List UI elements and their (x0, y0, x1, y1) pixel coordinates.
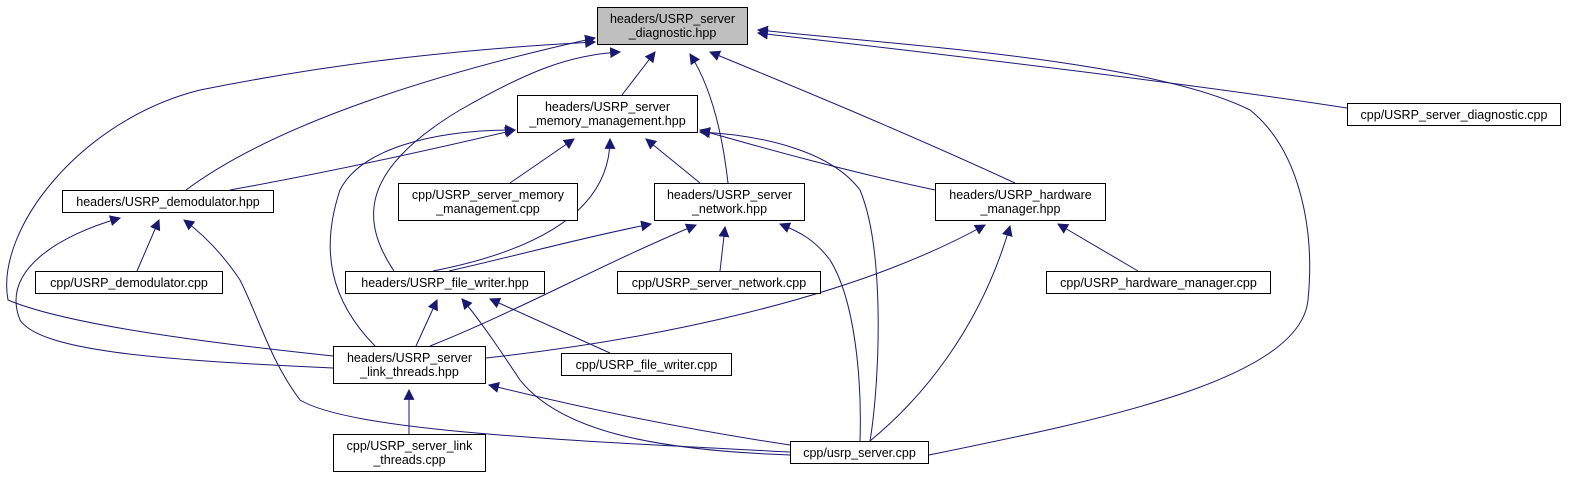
edge-server_cpp-to-demod_hpp (183, 219, 791, 453)
node-label-line: headers/USRP_hardware (949, 188, 1092, 202)
node-label-line: _threads.cpp (373, 453, 446, 467)
node-memory-management-hpp[interactable]: headers/USRP_server _memory_management.h… (517, 95, 698, 133)
node-label-line: cpp/USRP_demodulator.cpp (50, 275, 208, 290)
node-file-writer-hpp[interactable]: headers/USRP_file_writer.hpp (345, 271, 545, 294)
node-label-line: cpp/USRP_server_memory (411, 188, 565, 202)
node-label-line: headers/USRP_server (346, 351, 473, 365)
node-label-line: cpp/USRP_file_writer.cpp (575, 357, 718, 372)
edge-server_cpp-to-net_hpp (778, 222, 861, 442)
node-link-threads-hpp[interactable]: headers/USRP_server _link_threads.hpp (333, 346, 486, 384)
node-label-line: cpp/USRP_server_link (346, 439, 473, 453)
edge-hw_cpp-to-hw_hpp (1057, 223, 1139, 272)
edge-demod_hpp-to-diag_hpp (185, 34, 597, 191)
node-demodulator-cpp[interactable]: cpp/USRP_demodulator.cpp (35, 271, 223, 294)
edge-link_hpp-to-fw_hpp (415, 298, 438, 347)
edge-link_hpp-to-demod_hpp (15, 215, 334, 369)
node-label-line: cpp/USRP_server_network.cpp (631, 275, 807, 290)
node-label-line: _manager.hpp (980, 202, 1061, 216)
edge-server_cpp-to-diag_hpp (756, 25, 1311, 456)
edge-fw_hpp-to-net_hpp (448, 220, 653, 272)
edge-server_cpp-to-hw_hpp (869, 224, 1013, 442)
edge-link_hpp-to-hw_hpp (485, 224, 986, 359)
node-usrp-server-cpp[interactable]: cpp/usrp_server.cpp (790, 441, 929, 464)
edge-demod_cpp-to-demod_hpp (136, 218, 161, 272)
node-link-threads-cpp[interactable]: cpp/USRP_server_link _threads.cpp (333, 434, 486, 472)
node-label-line: _memory_management.hpp (529, 114, 686, 128)
edge-server_cpp-to-link_hpp (487, 382, 791, 446)
edge-link_hpp-to-mem_hpp (329, 124, 517, 347)
node-label-line: _diagnostic.hpp (628, 26, 717, 40)
node-server-network-hpp[interactable]: headers/USRP_server _network.hpp (654, 183, 805, 221)
node-label-line: _link_threads.hpp (360, 365, 459, 379)
node-label-line: headers/USRP_server (609, 12, 736, 26)
edge-server_cpp-to-fw_hpp (461, 298, 791, 456)
edge-diag_cpp-to-diag_hpp (756, 28, 1348, 109)
edge-fw_hpp-to-mem_hpp (432, 137, 616, 272)
edge-fw_cpp-to-fw_hpp (488, 298, 611, 354)
node-diagnostic-hpp[interactable]: headers/USRP_server _diagnostic.hpp (597, 7, 748, 45)
edge-mem_hpp-to-diag_hpp (621, 51, 656, 96)
node-label-line: cpp/USRP_server_diagnostic.cpp (1360, 107, 1548, 122)
edge-fw_hpp-to-diag_hpp (373, 47, 622, 272)
edge-net_hpp-to-mem_hpp (645, 138, 701, 184)
node-label-line: _management.cpp (436, 202, 540, 216)
edge-hw_hpp-to-diag_hpp (708, 50, 1016, 184)
node-file-writer-cpp[interactable]: cpp/USRP_file_writer.cpp (561, 353, 732, 376)
node-label-line: cpp/usrp_server.cpp (803, 445, 916, 460)
edge-hw_hpp-to-mem_hpp (698, 127, 936, 191)
node-hardware-manager-cpp[interactable]: cpp/USRP_hardware_manager.cpp (1046, 271, 1271, 294)
node-label-line: headers/USRP_file_writer.hpp (361, 275, 529, 290)
node-server-network-cpp[interactable]: cpp/USRP_server_network.cpp (617, 271, 821, 294)
edge-net_cpp-to-net_hpp (718, 225, 730, 272)
node-demodulator-hpp[interactable]: headers/USRP_demodulator.hpp (62, 190, 274, 213)
edge-mem_cpp-to-mem_hpp (509, 138, 575, 184)
edge-net_hpp-to-diag_hpp (689, 53, 729, 184)
node-label-line: cpp/USRP_hardware_manager.cpp (1060, 275, 1257, 290)
node-server-diagnostic-cpp[interactable]: cpp/USRP_server_diagnostic.cpp (1347, 103, 1561, 126)
node-label-line: headers/USRP_server (666, 188, 793, 202)
node-label-line: _network.hpp (691, 202, 768, 216)
node-label-line: headers/USRP_server (544, 100, 671, 114)
node-label-line: headers/USRP_demodulator.hpp (76, 194, 260, 209)
node-memory-management-cpp[interactable]: cpp/USRP_server_memory _management.cpp (398, 183, 578, 221)
edge-demod_hpp-to-mem_hpp (229, 126, 517, 191)
edge-link_hpp-to-diag_hpp (6, 37, 597, 357)
node-hardware-manager-hpp[interactable]: headers/USRP_hardware _manager.hpp (935, 183, 1106, 221)
edge-link_hpp-to-net_hpp (429, 223, 698, 347)
edge-server_cpp-to-mem_hpp (698, 127, 879, 442)
